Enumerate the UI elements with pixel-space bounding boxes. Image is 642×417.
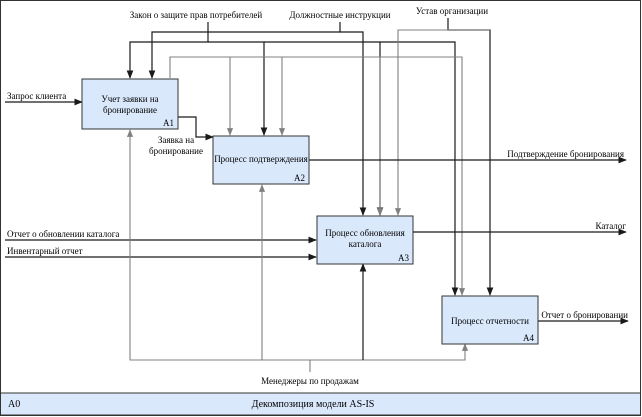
box-a3-number: A3 (398, 253, 409, 263)
input-arrows (5, 98, 317, 261)
footer-bar (0, 392, 641, 416)
box-a1[interactable]: Учет заявки на бронирование A1 (81, 78, 179, 130)
box-a4-line1: Процесс отчетности (451, 316, 529, 326)
box-a1-number: A1 (163, 118, 174, 128)
control-instructions-arrows (148, 22, 367, 216)
output-arrows (309, 156, 629, 325)
label-instructions: Должностные инструкции (289, 10, 390, 20)
box-a1-line1: Учет заявки на (101, 94, 158, 104)
label-charter: Устав организации (416, 6, 488, 16)
footer-title: Декомпозиция модели AS-IS (252, 399, 375, 410)
label-booking-request-2: бронирование (149, 146, 203, 156)
label-booking-confirmation: Подтверждение бронирования (507, 149, 624, 159)
label-booking-report: Отчет о бронировании (541, 310, 628, 320)
label-sales-managers: Менеджеры по продажам (261, 376, 359, 386)
box-a2[interactable]: Процесс подтверждения A2 (212, 135, 310, 185)
label-client-request: Запрос клиента (7, 91, 66, 101)
label-catalog: Каталог (596, 221, 627, 231)
label-law: Закон о защите прав потребителей (130, 10, 263, 20)
box-a2-line1: Процесс подтверждения (214, 154, 308, 164)
box-a2-number: A2 (294, 173, 305, 183)
footer-node: A0 (8, 399, 20, 410)
box-a4-number: A4 (523, 333, 534, 343)
box-a1-line2: бронирование (103, 105, 157, 115)
label-catalog-update-report: Отчет о обновлении каталога (7, 229, 119, 239)
box-a4[interactable]: Процесс отчетности A4 (441, 295, 539, 345)
mechanism-arrows (126, 129, 469, 372)
box-a3-line1: Процесс обновления (325, 228, 405, 238)
box-a3[interactable]: Процесс обновления каталога A3 (316, 215, 414, 265)
box-a3-line2: каталога (349, 239, 382, 249)
control-gray-arrows (169, 29, 490, 296)
label-booking-request-1: Заявка на (158, 135, 194, 145)
label-inventory-report: Инвентарный отчет (7, 246, 83, 256)
